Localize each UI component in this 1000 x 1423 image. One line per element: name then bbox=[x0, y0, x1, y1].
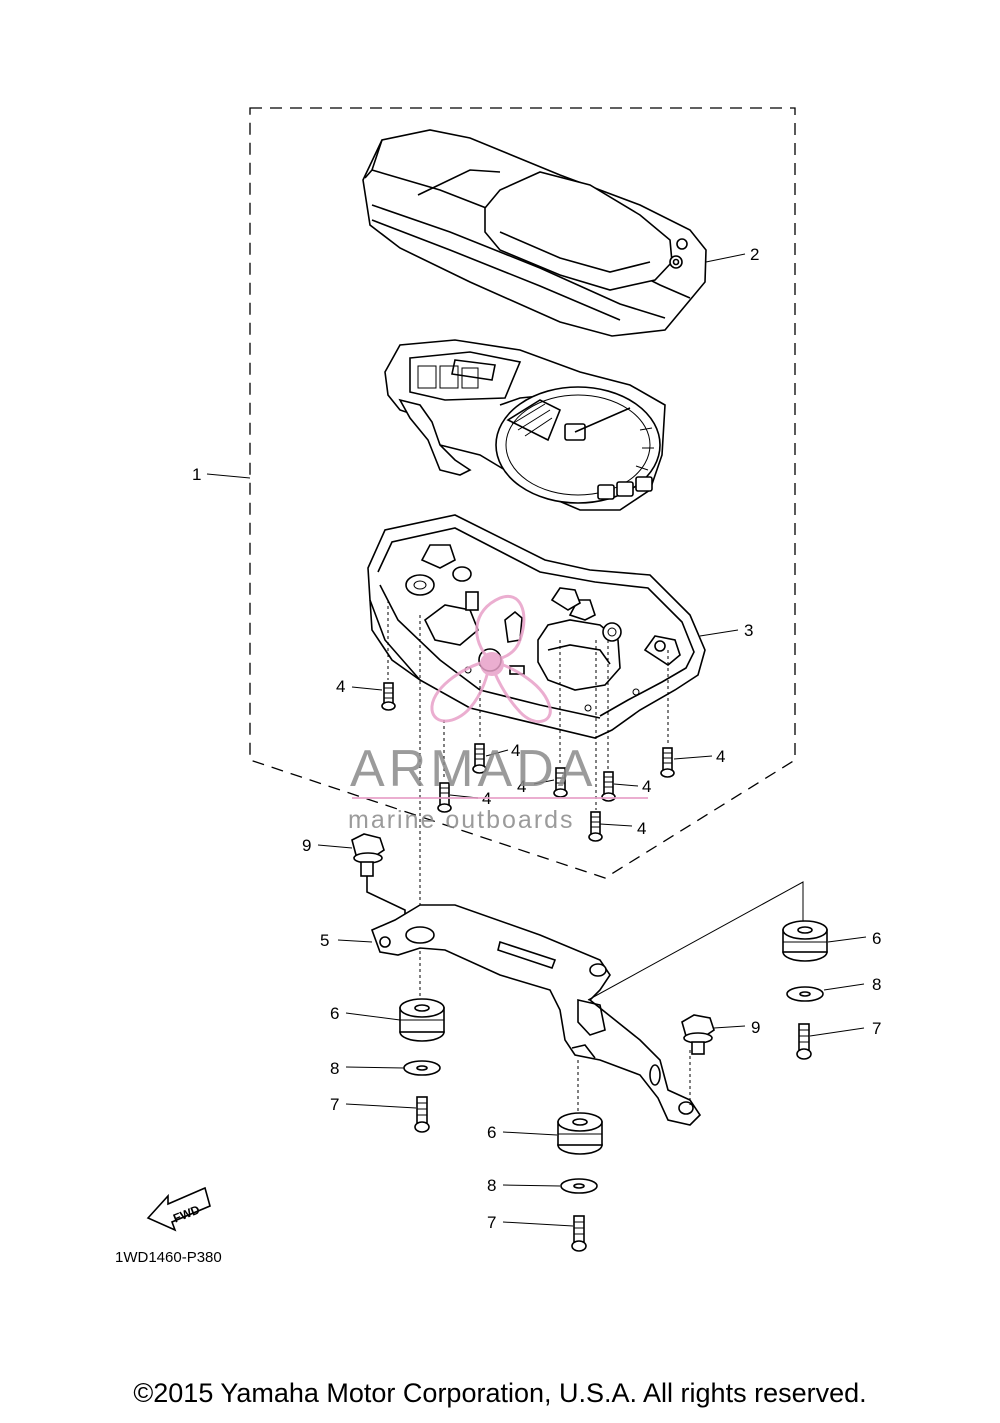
meter-face-unit bbox=[384, 339, 666, 511]
callout-9: 9 bbox=[302, 836, 311, 855]
bolt-part-9-left bbox=[351, 833, 406, 930]
diagram-code: 1WD1460-P380 bbox=[115, 1249, 222, 1266]
grommet bbox=[557, 1112, 603, 1155]
callout-4: 4 bbox=[511, 741, 520, 760]
washer bbox=[403, 1060, 441, 1076]
callout-8: 8 bbox=[487, 1176, 496, 1195]
washer bbox=[560, 1178, 598, 1194]
assembly-boundary bbox=[249, 107, 796, 879]
screws-part-4 bbox=[381, 682, 675, 842]
bolt-part-9-right bbox=[681, 1014, 715, 1055]
watermark-brand: ARMADA bbox=[350, 740, 596, 798]
callout-2: 2 bbox=[750, 245, 759, 264]
screw-part-7 bbox=[796, 1023, 812, 1060]
callout-8: 8 bbox=[872, 975, 881, 994]
callout-4: 4 bbox=[517, 777, 526, 796]
screw bbox=[588, 811, 603, 842]
screw bbox=[381, 682, 396, 711]
bracket bbox=[370, 904, 702, 1126]
callout-4: 4 bbox=[716, 747, 725, 766]
screw bbox=[472, 743, 487, 774]
screw bbox=[601, 771, 616, 802]
watermark-logo bbox=[430, 594, 552, 723]
screw-part-7 bbox=[571, 1215, 587, 1252]
screw-part-7 bbox=[414, 1096, 430, 1133]
screw bbox=[437, 782, 452, 813]
screw bbox=[660, 747, 675, 778]
forward-arrow-icon: FWD bbox=[146, 1186, 211, 1232]
callout-7: 7 bbox=[872, 1019, 881, 1038]
watermark-tagline: marine outboards bbox=[348, 806, 575, 834]
callout-4: 4 bbox=[642, 777, 651, 796]
callout-6: 6 bbox=[872, 929, 881, 948]
callout-5: 5 bbox=[320, 931, 329, 950]
meter-cover bbox=[362, 129, 707, 337]
callout-1: 1 bbox=[192, 465, 201, 484]
watermark: ARMADA marine outboards bbox=[348, 594, 648, 834]
reference-line bbox=[587, 881, 804, 1001]
callout-7: 7 bbox=[330, 1095, 339, 1114]
callout-4: 4 bbox=[336, 677, 345, 696]
callout-7: 7 bbox=[487, 1213, 496, 1232]
callout-3: 3 bbox=[744, 621, 753, 640]
callout-8: 8 bbox=[330, 1059, 339, 1078]
callout-9: 9 bbox=[751, 1018, 760, 1037]
callout-6: 6 bbox=[487, 1123, 496, 1142]
grommet bbox=[399, 998, 445, 1042]
washer bbox=[786, 986, 824, 1002]
copyright-notice: ©2015 Yamaha Motor Corporation, U.S.A. A… bbox=[133, 1378, 867, 1408]
grommet bbox=[782, 920, 828, 962]
meter-case bbox=[367, 514, 706, 739]
callout-4: 4 bbox=[637, 819, 646, 838]
callout-6: 6 bbox=[330, 1004, 339, 1023]
